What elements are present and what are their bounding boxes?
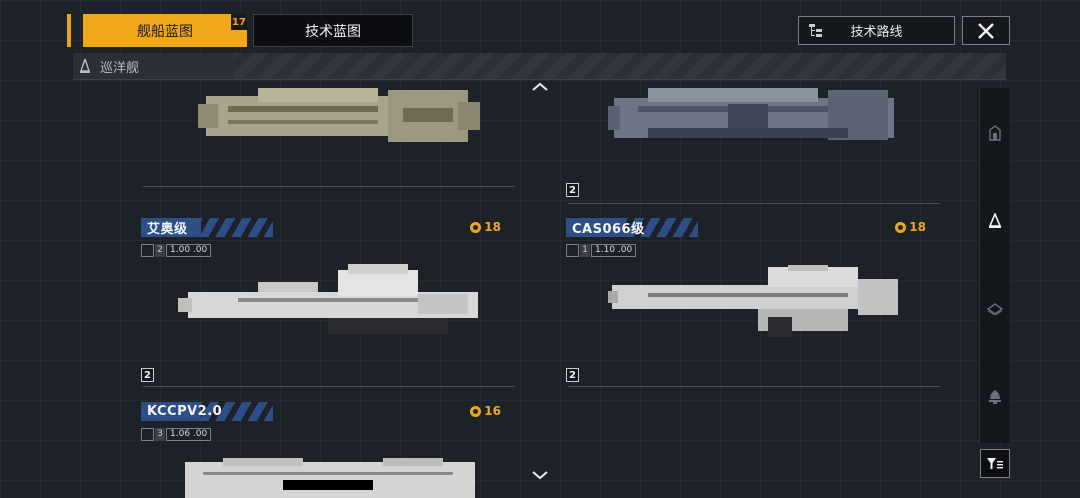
rail-item-destroyer[interactable] [980,382,1010,412]
card-divider [568,203,940,204]
card-divider [143,386,515,387]
stat-icon [141,427,154,441]
stat-icon [566,243,579,257]
blueprint-count-badge: 17 [231,14,247,30]
ship-image [178,264,478,334]
ship-name: KCCPV2.0 [147,404,223,419]
ship-list[interactable]: 2 艾奥级 18 2 1.00 .00 2 CAS066级 [73,80,955,498]
ship-card[interactable]: 2 [498,80,940,204]
tree-icon [809,24,822,37]
category-bar: 巡洋舰 [73,53,1006,80]
destroyer-icon [989,390,1001,404]
category-label: 巡洋舰 [100,60,140,76]
ship-class-rail [979,88,1010,443]
rail-item-cruiser[interactable] [980,206,1010,236]
ship-cost: 16 [470,404,501,418]
ship-image [608,265,898,337]
ship-card[interactable]: 艾奥级 18 2 1.00 .00 2 [73,218,515,388]
ship-cost: 18 [895,220,926,234]
ship-name-tag: KCCPV2.0 [141,402,273,421]
cost-value: 18 [484,220,501,234]
ship-stat-value: 1.00 .00 [166,243,212,257]
close-button[interactable] [962,16,1010,45]
ship-tier: 2 [155,243,165,257]
ship-tier: 3 [155,427,165,441]
ship-image [185,458,475,498]
category-stripes [233,53,1006,79]
filter-icon [987,457,1003,469]
cruiser-icon [988,213,1002,228]
tech-route-label: 技术路线 [850,25,903,40]
tab-label: 舰船蓝图 [137,23,193,40]
tab-accent-bar [67,14,71,47]
ship-stats: 1 1.10 .00 [566,243,637,257]
filter-button[interactable] [980,449,1010,478]
ship-card[interactable] [73,80,515,200]
ship-name: 艾奥级 [147,222,188,237]
battleship-icon [989,125,1001,141]
ship-card[interactable]: KCCPV2.0 16 3 1.06 .00 [73,402,515,498]
ship-image [198,88,480,142]
level-badge: 2 [141,368,154,382]
rail-item-carrier[interactable] [980,294,1010,324]
coin-icon [895,221,907,233]
ship-stat-value: 1.06 .00 [166,427,212,441]
tab-label: 技术蓝图 [305,23,361,40]
ship-tier: 1 [580,243,590,257]
cost-value: 16 [484,404,501,418]
card-divider [568,386,940,387]
cruiser-icon [80,59,90,73]
tab-ship-blueprints[interactable]: 舰船蓝图 17 [83,14,247,47]
ship-stats: 3 1.06 .00 [141,427,212,441]
stat-icon [141,243,154,257]
ship-stat-value: 1.10 .00 [591,243,637,257]
card-divider [143,186,515,187]
level-badge: 2 [566,368,579,382]
cost-value: 18 [909,220,926,234]
ship-stats: 2 1.00 .00 [141,243,212,257]
level-badge: 2 [566,183,579,197]
ship-name-tag: 艾奥级 [141,218,273,237]
coin-icon [470,221,482,233]
ship-card[interactable]: CAS066级 18 1 1.10 .00 2 [498,218,940,388]
ship-cost: 18 [470,220,501,234]
tab-tech-blueprints[interactable]: 技术蓝图 [253,14,413,47]
scroll-down-icon[interactable] [531,470,549,480]
coin-icon [470,405,482,417]
ship-name-tag: CAS066级 [566,218,698,237]
ship-image [608,88,894,140]
close-icon [978,22,994,39]
rail-item-battleship[interactable] [980,118,1010,148]
tech-route-button[interactable]: 技术路线 [798,16,955,45]
ship-name: CAS066级 [572,222,645,237]
carrier-icon [987,303,1003,315]
scroll-up-icon[interactable] [531,82,549,92]
